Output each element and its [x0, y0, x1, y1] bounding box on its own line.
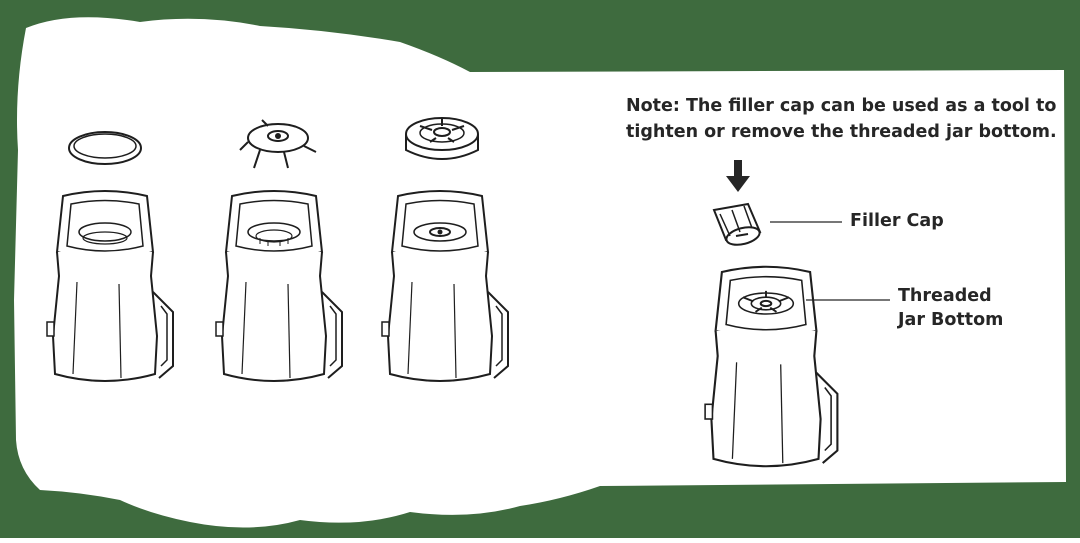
- threaded-bottom-icon: [406, 118, 478, 159]
- note-line-1: Note: The filler cap can be used as a to…: [626, 96, 1056, 116]
- note-line-2: tighten or remove the threaded jar botto…: [626, 122, 1057, 142]
- paper-torn: [14, 17, 1066, 527]
- label-filler-cap: Filler Cap: [850, 211, 944, 231]
- label-threaded-line-2: Jar Bottom: [898, 310, 1003, 330]
- label-threaded-line-1: Threaded: [898, 286, 992, 306]
